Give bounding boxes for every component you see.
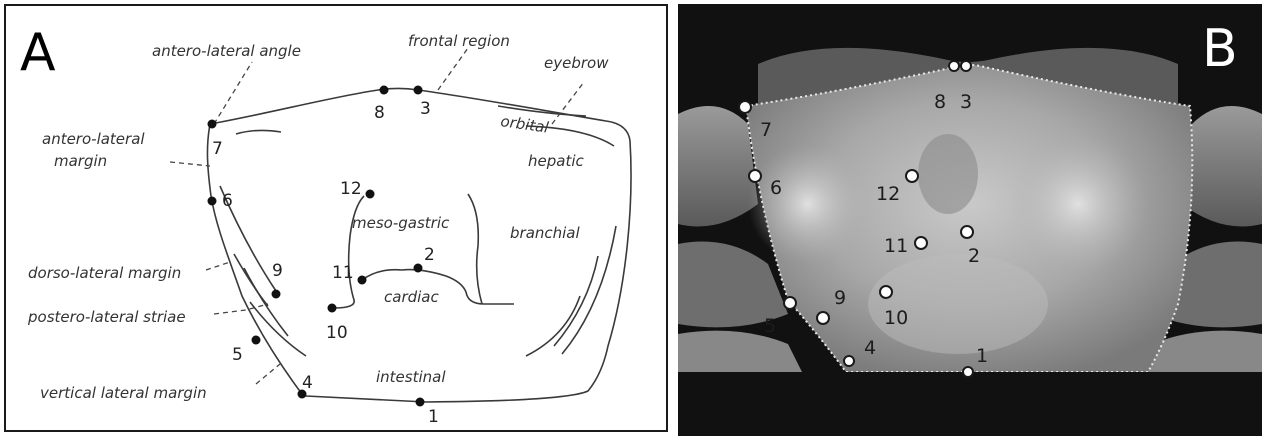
landmark-1-label: 1	[428, 407, 439, 427]
landmark-11-dot	[358, 276, 367, 285]
landmark-3-label: 3	[420, 99, 431, 119]
branchial-line	[468, 194, 482, 304]
landmark-b-1-label: 1	[976, 345, 988, 367]
landmark-b-5-label: 5	[764, 315, 776, 337]
lower-shadow	[678, 372, 1262, 436]
panel-b-letter: B	[1202, 19, 1238, 79]
landmark-8-label: 8	[374, 103, 385, 123]
landmark-8-dot	[380, 86, 389, 95]
gastric-shadow	[918, 134, 978, 214]
landmark-10-dot	[328, 304, 337, 313]
leader-vertical-lateral-margin	[256, 364, 280, 384]
panel-a-letter: A	[20, 23, 56, 83]
landmark-b-4-dot	[844, 356, 854, 366]
label-postero-lateral-striae: postero-lateral striae	[27, 308, 186, 326]
label-eyebrow: eyebrow	[544, 54, 609, 72]
label-antero-lateral-margin-line2: margin	[54, 152, 107, 170]
carapace-outline	[207, 89, 631, 403]
landmark-5-dot	[252, 336, 261, 345]
panel-a-diagram: A antero-lateral angle frontal region ey…	[4, 4, 668, 432]
crab-photo: B 8 3 7 6 12 2 11 10 9 5 4 1	[678, 4, 1262, 436]
landmark-b-11-dot	[915, 237, 927, 249]
landmark-7-label: 7	[212, 139, 223, 159]
label-frontal-region: frontal region	[408, 32, 510, 50]
landmark-9-dot	[272, 290, 281, 299]
right-claw	[1182, 106, 1262, 227]
landmark-b-4-label: 4	[864, 337, 876, 359]
intestinal-highlight	[868, 254, 1048, 354]
leader-dorso-lateral-margin	[206, 262, 230, 270]
landmark-b-7-label: 7	[760, 119, 772, 141]
landmark-b-8-label: 8	[934, 91, 946, 113]
leader-antero-lateral-margin	[170, 162, 210, 166]
landmark-b-6-dot	[749, 170, 761, 182]
landmark-b-1-dot	[963, 367, 973, 377]
landmark-12-dot	[366, 190, 375, 199]
landmark-7-dot	[208, 120, 217, 129]
label-antero-lateral-angle: antero-lateral angle	[152, 42, 301, 60]
label-dorso-lateral-margin: dorso-lateral margin	[28, 264, 181, 282]
landmark-b-11-label: 11	[884, 235, 908, 257]
landmark-4-label: 4	[302, 373, 313, 393]
carapace-drawing: A antero-lateral angle frontal region ey…	[6, 6, 668, 432]
right-striae-line-2	[554, 256, 598, 346]
landmark-6-label: 6	[222, 191, 233, 211]
landmark-b-9-label: 9	[834, 287, 846, 309]
meso-gastric-left-line	[334, 196, 364, 308]
landmark-6-dot	[208, 197, 217, 206]
landmark-b-2-dot	[961, 226, 973, 238]
landmark-5-label: 5	[232, 345, 243, 365]
landmark-3-dot	[414, 86, 423, 95]
landmark-b-10-label: 10	[884, 307, 908, 329]
label-intestinal: intestinal	[376, 368, 446, 386]
label-vertical-lateral-margin: vertical lateral margin	[40, 384, 207, 402]
landmark-b-2-label: 2	[968, 245, 980, 267]
leader-eyebrow	[552, 82, 584, 124]
landmark-1-dot	[416, 398, 425, 407]
label-cardiac: cardiac	[384, 288, 439, 306]
landmark-2-dot	[414, 264, 423, 273]
panel-b-photo: B 8 3 7 6 12 2 11 10 9 5 4 1	[678, 4, 1262, 436]
leader-frontal-region	[438, 48, 468, 90]
label-hepatic: hepatic	[528, 152, 584, 170]
landmark-12-label: 12	[340, 179, 362, 199]
landmark-9-label: 9	[272, 261, 283, 281]
landmark-b-3-label: 3	[960, 91, 972, 113]
leader-antero-lateral-angle	[214, 62, 252, 124]
label-orbital: orbital	[499, 112, 550, 137]
landmark-b-3-dot	[961, 61, 971, 71]
leader-postero-lateral-striae	[214, 304, 268, 314]
right-striae-line-1	[526, 296, 580, 356]
right-striae-line-3	[562, 226, 616, 354]
label-antero-lateral-margin-line1: antero-lateral	[42, 130, 145, 148]
landmark-2-label: 2	[424, 245, 435, 265]
landmark-b-9-dot	[817, 312, 829, 324]
landmark-b-5-dot	[784, 297, 796, 309]
label-branchial: branchial	[510, 224, 581, 242]
landmark-b-10-dot	[880, 286, 892, 298]
landmark-b-12-label: 12	[876, 183, 900, 205]
left-claw	[678, 106, 758, 227]
landmark-b-8-dot	[949, 61, 959, 71]
orbital-line-left	[236, 130, 281, 134]
landmark-11-label: 11	[332, 263, 354, 283]
landmark-b-7-dot	[739, 101, 751, 113]
landmark-b-6-label: 6	[770, 177, 782, 199]
right-hepatic-patch	[1008, 134, 1148, 274]
landmark-10-label: 10	[326, 323, 348, 343]
label-meso-gastric: meso-gastric	[352, 214, 450, 232]
left-hepatic-patch	[748, 144, 868, 264]
landmark-b-12-dot	[906, 170, 918, 182]
